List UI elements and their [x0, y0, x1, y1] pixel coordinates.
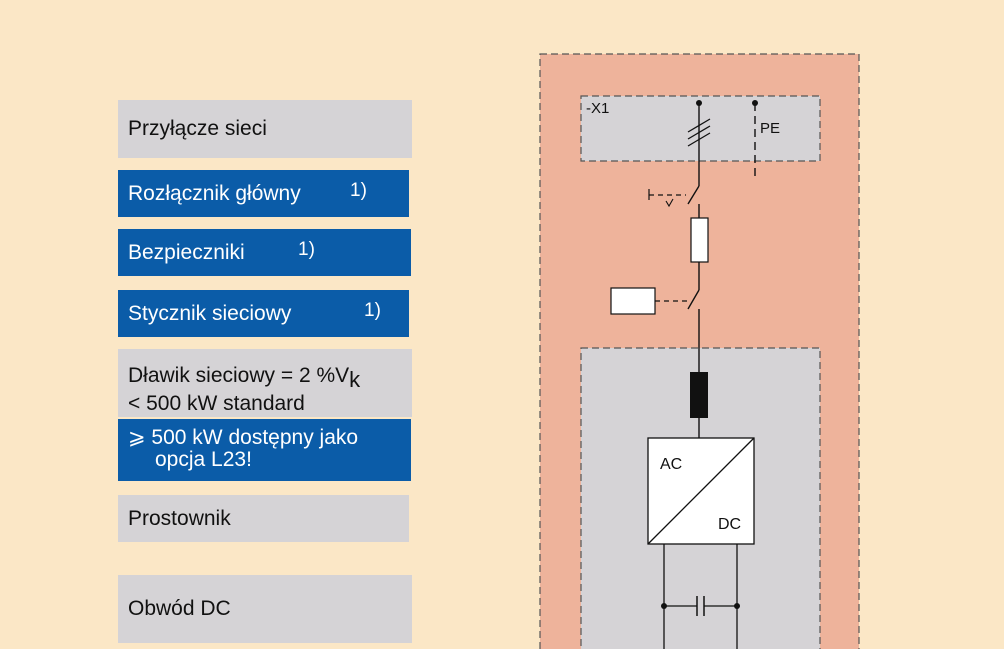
main-switch-hook: [665, 198, 674, 208]
mains-connection-text: Przyłącze sieci: [128, 117, 267, 140]
fuses-footnote: 1): [298, 239, 315, 260]
mains-connection-label: Przyłącze sieci: [118, 100, 412, 158]
rectifier-ac-label: AC: [660, 456, 682, 473]
reactor-subscript: k: [349, 367, 361, 393]
rectifier-text: Prostownik: [128, 506, 231, 530]
rectifier-dc-label: DC: [718, 516, 741, 533]
fuses-label: Bezpieczniki 1): [118, 229, 411, 276]
fuse-symbol: [690, 217, 709, 263]
main-switch-footnote: 1): [350, 180, 367, 201]
option-line2: opcja L23!: [155, 448, 252, 471]
terminal-x1-label: -X1: [586, 100, 609, 117]
reactor-value: = 2 %V: [280, 364, 350, 387]
reactor-label: Dławik sieciowy = 2 %Vk < 500 kW standar…: [118, 349, 412, 417]
main-switch-label: Rozłącznik główny 1): [118, 170, 409, 217]
rectifier-label: Prostownik: [118, 495, 409, 542]
terminal-panel: [580, 95, 821, 162]
reactor-name: Dławik sieciowy: [128, 364, 276, 387]
pe-label: PE: [760, 120, 780, 137]
three-phase-marks: [687, 118, 711, 147]
contactor-coil: [610, 287, 656, 315]
dc-circuit-label: Obwód DC: [118, 575, 412, 643]
rectifier-diagonal: [647, 437, 755, 545]
contactor-footnote: 1): [364, 300, 381, 321]
main-switch-text: Rozłącznik główny: [128, 181, 301, 205]
option-line1: ⩾ 500 kW dostępny jako: [128, 426, 359, 449]
contactor-label: Stycznik sieciowy 1): [118, 290, 409, 337]
line-reactor: [690, 372, 708, 418]
reactor-line1: Dławik sieciowy = 2 %Vk: [128, 364, 412, 392]
contactor-text: Stycznik sieciowy: [128, 301, 292, 325]
option-label: ⩾ 500 kW dostępny jako opcja L23!: [118, 419, 411, 481]
contactor-blade: [687, 289, 700, 310]
dc-circuit-text: Obwód DC: [128, 597, 231, 620]
fuses-text: Bezpieczniki: [128, 240, 245, 264]
main-switch-blade: [687, 185, 700, 205]
reactor-line2: < 500 kW standard: [128, 392, 305, 416]
